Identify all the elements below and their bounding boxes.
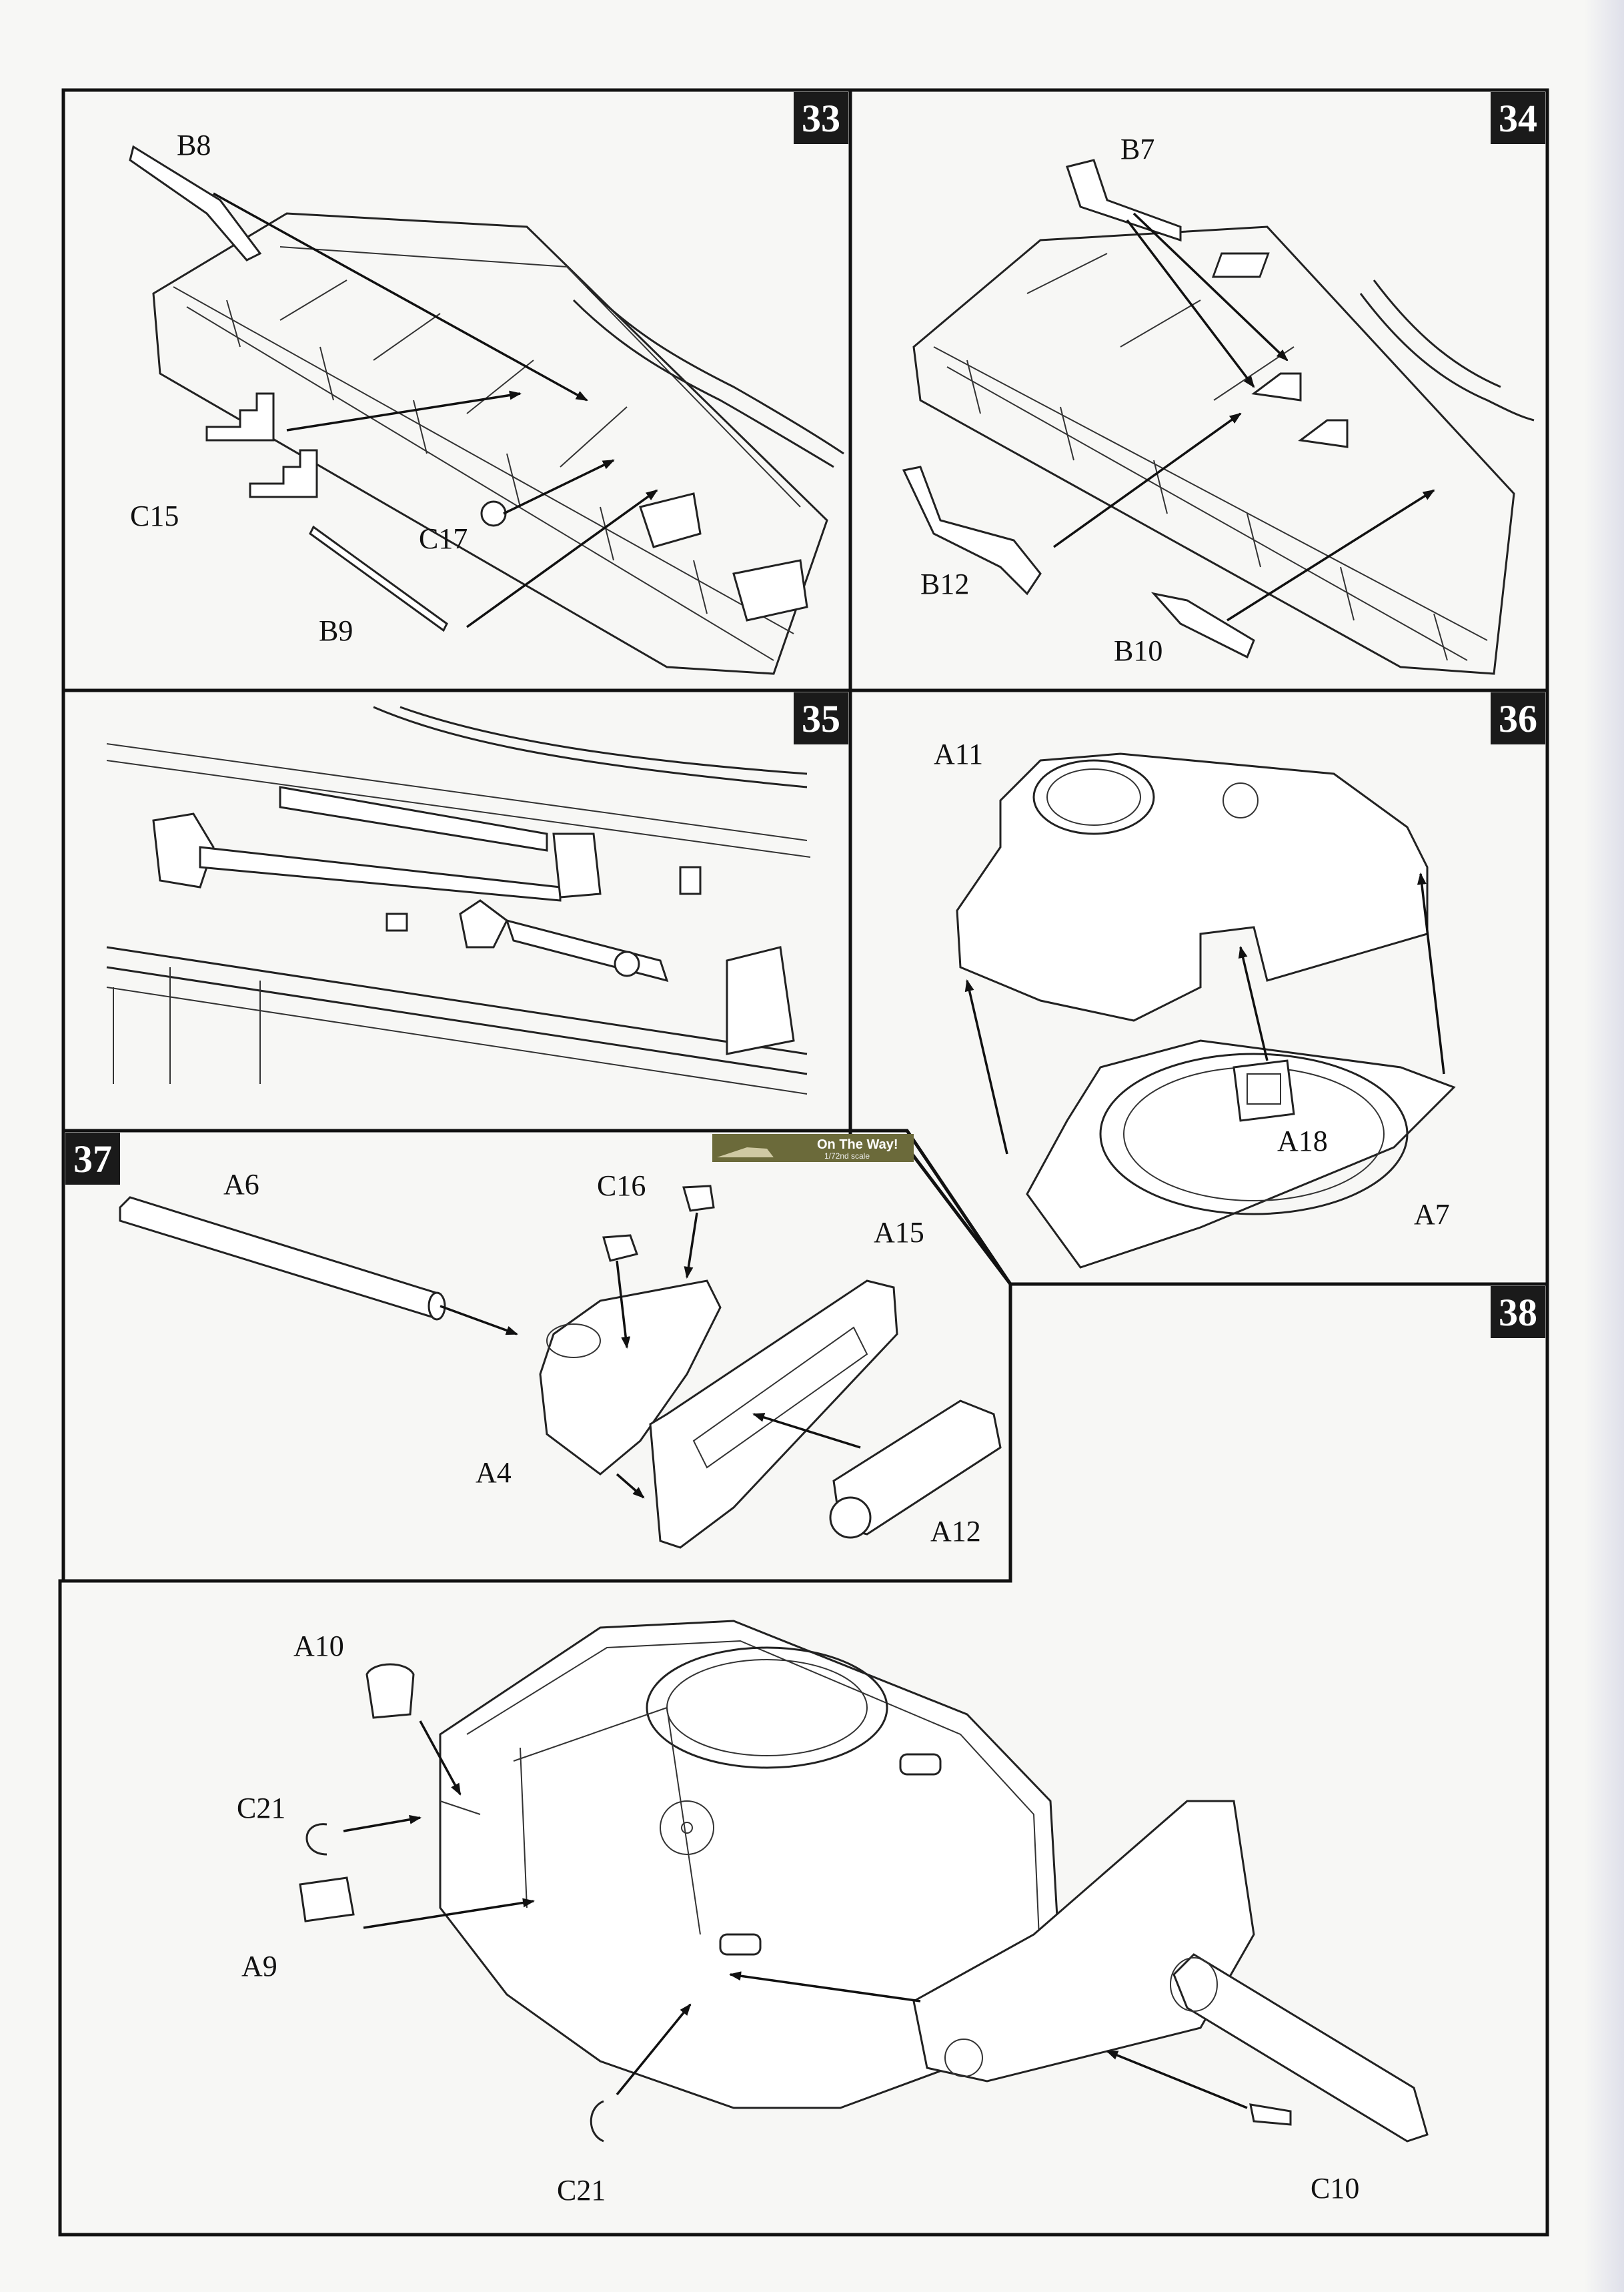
step-37-drawing [119,1185,1002,1549]
svg-text:33: 33 [802,97,840,140]
panel-38-frame [58,1282,1549,2237]
label-b10: B10 [1114,634,1162,667]
step-badge-35: 35 [794,692,848,744]
label-a12: A12 [930,1515,981,1548]
panel-frames [58,88,1549,2237]
step-badge-37: 37 [65,1133,120,1185]
svg-text:38: 38 [1499,1291,1537,1334]
label-b12: B12 [920,568,969,600]
svg-text:34: 34 [1499,97,1537,140]
step-33-drawing [129,145,844,675]
label-a15: A15 [874,1216,924,1249]
label-c16: C16 [597,1169,646,1202]
step-35-drawing [106,706,811,1095]
scan-edge [1584,0,1624,2292]
label-c10: C10 [1311,2172,1359,2205]
step-38-drawing [299,1620,1429,2143]
label-a18: A18 [1277,1125,1328,1157]
label-c17: C17 [419,522,468,555]
label-a11: A11 [934,738,983,770]
on-the-way-logo: On The Way! 1/72nd scale [712,1134,914,1162]
label-c21-top: C21 [237,1792,285,1824]
label-a9: A9 [241,1950,277,1982]
svg-text:1/72nd scale: 1/72nd scale [824,1151,870,1161]
svg-text:35: 35 [802,697,840,740]
step-badge-34: 34 [1491,92,1545,144]
label-c15: C15 [130,500,179,532]
label-a6: A6 [223,1168,259,1201]
step-34-drawing [902,159,1535,675]
svg-text:37: 37 [73,1137,112,1181]
label-b9: B9 [319,614,353,647]
label-b8: B8 [177,129,211,161]
svg-text:On The Way!: On The Way! [817,1137,898,1152]
step-badge-33: 33 [794,92,848,144]
panel-34-frame [848,88,1549,692]
step-badge-38: 38 [1491,1286,1545,1338]
label-b7: B7 [1120,133,1154,165]
label-a7: A7 [1414,1198,1450,1231]
panel-35-frame [61,688,852,1133]
label-c21-bottom: C21 [557,2174,606,2207]
step-badge-36: 36 [1491,692,1545,744]
label-a4: A4 [476,1456,512,1489]
label-a10: A10 [293,1630,344,1662]
step-36-drawing [956,752,1456,1269]
svg-text:36: 36 [1499,697,1537,740]
